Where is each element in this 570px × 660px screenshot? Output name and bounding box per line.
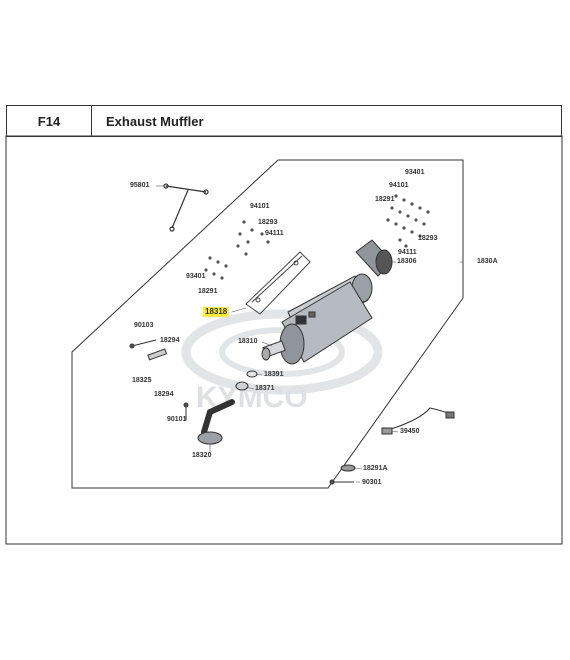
part-label-18294: 18294: [160, 337, 180, 344]
part-label-18291-b: 18291: [375, 196, 395, 203]
part-label-18291A: 18291A: [363, 465, 388, 472]
heat-shield-bracket: [245, 251, 311, 315]
part-label-94111-b: 94111: [398, 249, 417, 256]
diagram-frame: [5, 135, 563, 545]
isometric-boundary: [71, 159, 464, 489]
pipe-flange: [197, 431, 223, 445]
inlet-pipe: [261, 340, 286, 361]
bolt-90101: [183, 402, 189, 420]
front-exhaust-pipe: [201, 399, 235, 435]
part-label-95801: 95801: [130, 182, 150, 189]
part-label-93401-b: 93401: [405, 169, 425, 176]
part-label-93401: 93401: [186, 273, 206, 280]
part-label-94101: 94101: [250, 203, 270, 210]
part-label-18391: 18391: [264, 371, 284, 378]
part-label-18320: 18320: [192, 452, 212, 459]
washer-18291A: [340, 464, 356, 472]
muffler-body: [279, 273, 373, 365]
bolt-array-left: [204, 220, 270, 280]
hardware-18325: [147, 348, 168, 361]
part-label-18325: 18325: [132, 377, 152, 384]
bolt-90103: [129, 339, 157, 349]
part-label-18293: 18293: [258, 219, 278, 226]
part-label-90103: 90103: [134, 322, 154, 329]
clamp-18371: [235, 381, 249, 391]
end-cap: [355, 239, 393, 277]
part-label-1830A: 1830A: [477, 258, 498, 265]
part-label-90101: 90101: [167, 416, 187, 423]
bracket-95801: [163, 183, 209, 232]
part-label-94101-b: 94101: [389, 182, 409, 189]
part-label-18371: 18371: [255, 385, 275, 392]
part-label-18293-b: 18293: [418, 235, 438, 242]
part-label-18318-highlighted: 18318: [203, 307, 230, 317]
bolt-array-right: [386, 194, 430, 248]
bolt-90301: [329, 479, 354, 485]
leader-lines: [156, 185, 463, 483]
part-label-90301: 90301: [362, 479, 382, 486]
part-label-18294-b: 18294: [154, 391, 174, 398]
part-label-18310: 18310: [238, 338, 258, 345]
part-label-18306: 18306: [397, 258, 417, 265]
part-label-18291: 18291: [198, 288, 218, 295]
part-label-94111: 94111: [265, 230, 284, 237]
part-label-39450: 39450: [400, 428, 420, 435]
gasket-18391: [246, 370, 258, 378]
kymco-watermark: KYMCO: [181, 309, 383, 414]
